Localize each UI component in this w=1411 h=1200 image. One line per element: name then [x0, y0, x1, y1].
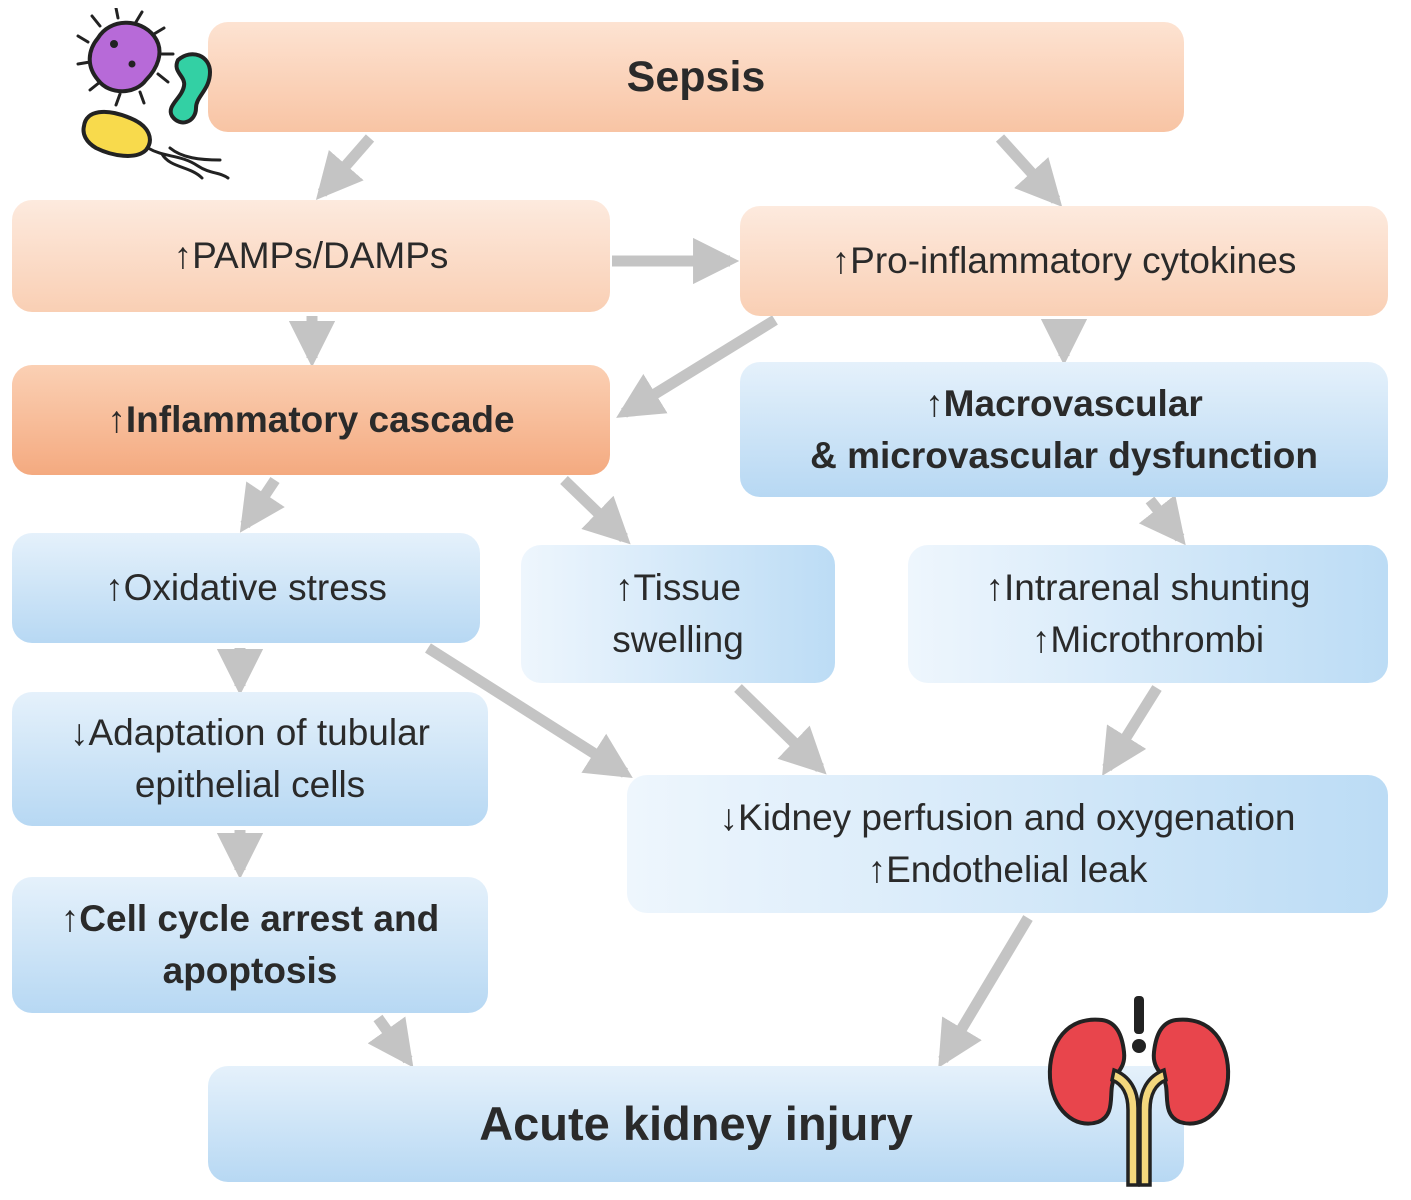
node-inflammatory-text: ↑Inflammatory cascade [107, 399, 515, 441]
node-pamps-damps-text: ↑PAMPs/DAMPs [173, 235, 449, 277]
node-shunting-line-2: ↑Microthrombi [1031, 619, 1265, 660]
node-sepsis: Sepsis [208, 22, 1184, 132]
node-pro-inflammatory-cytokines: ↑Pro-inflammatory cytokines [740, 206, 1388, 316]
node-oxidative-stress: ↑Oxidative stress [12, 533, 480, 643]
node-vascular-line-1: ↑Macrovascular [925, 382, 1203, 424]
node-oxidative-text: ↑Oxidative stress [105, 567, 387, 609]
node-swelling-line-1: ↑Tissue [614, 567, 742, 609]
node-sepsis-text: Sepsis [626, 52, 766, 101]
node-intrarenal-shunting: ↑Intrarenal shunting ↑Microthrombi [908, 545, 1388, 683]
node-adaptation-line-2: epithelial cells [134, 764, 366, 805]
node-kidney-perfusion: ↓Kidney perfusion and oxygenation ↑Endot… [627, 775, 1388, 913]
arrow-sepsis-cytokines [995, 134, 1063, 207]
arrow-swelling-perfusion [734, 684, 827, 775]
node-cell-cycle-arrest: ↑Cell cycle arrest and apoptosis [12, 877, 488, 1013]
node-pamps-damps: ↑PAMPs/DAMPs [12, 200, 610, 312]
arrow-vascular-shunting [1138, 494, 1186, 546]
node-vascular-line-2: & microvascular dysfunction [810, 434, 1318, 476]
node-vascular-dysfunction: ↑Macrovascular & microvascular dysfuncti… [740, 362, 1388, 497]
node-shunting-line-1: ↑Intrarenal shunting [985, 567, 1311, 609]
node-swelling-line-2: swelling [612, 619, 744, 660]
arrow-shunting-perfusion [1102, 685, 1162, 776]
node-perfusion-line-1: ↓Kidney perfusion and oxygenation [719, 797, 1296, 839]
node-inflammatory-cascade: ↑Inflammatory cascade [12, 365, 610, 475]
node-acute-kidney-injury: Acute kidney injury [208, 1066, 1184, 1182]
arrow-perfusion-aki [938, 915, 1033, 1068]
arrow-inflammatory-swelling [560, 476, 631, 545]
node-aki-text: Acute kidney injury [479, 1097, 913, 1151]
arrow-sepsis-pamps [315, 134, 375, 200]
node-tissue-swelling: ↑Tissue swelling [521, 545, 835, 683]
node-tubular-adaptation: ↓Adaptation of tubular epithelial cells [12, 692, 488, 826]
node-cellcycle-line-1: ↑Cell cycle arrest and [60, 898, 440, 940]
arrow-cytokines-inflammatory [616, 315, 778, 418]
arrow-oxidative-perfusion [425, 643, 633, 778]
node-cellcycle-line-2: apoptosis [162, 950, 338, 991]
kidney-warning-icon [1047, 996, 1231, 1187]
node-cytokines-text: ↑Pro-inflammatory cytokines [831, 240, 1297, 282]
node-adaptation-line-1: ↓Adaptation of tubular [70, 712, 430, 754]
bacteria-icon [76, 8, 230, 180]
arrow-cellcycle-aki [367, 1014, 414, 1068]
node-perfusion-line-2: ↑Endothelial leak [867, 849, 1148, 890]
arrow-inflammatory-oxidative [239, 476, 285, 533]
